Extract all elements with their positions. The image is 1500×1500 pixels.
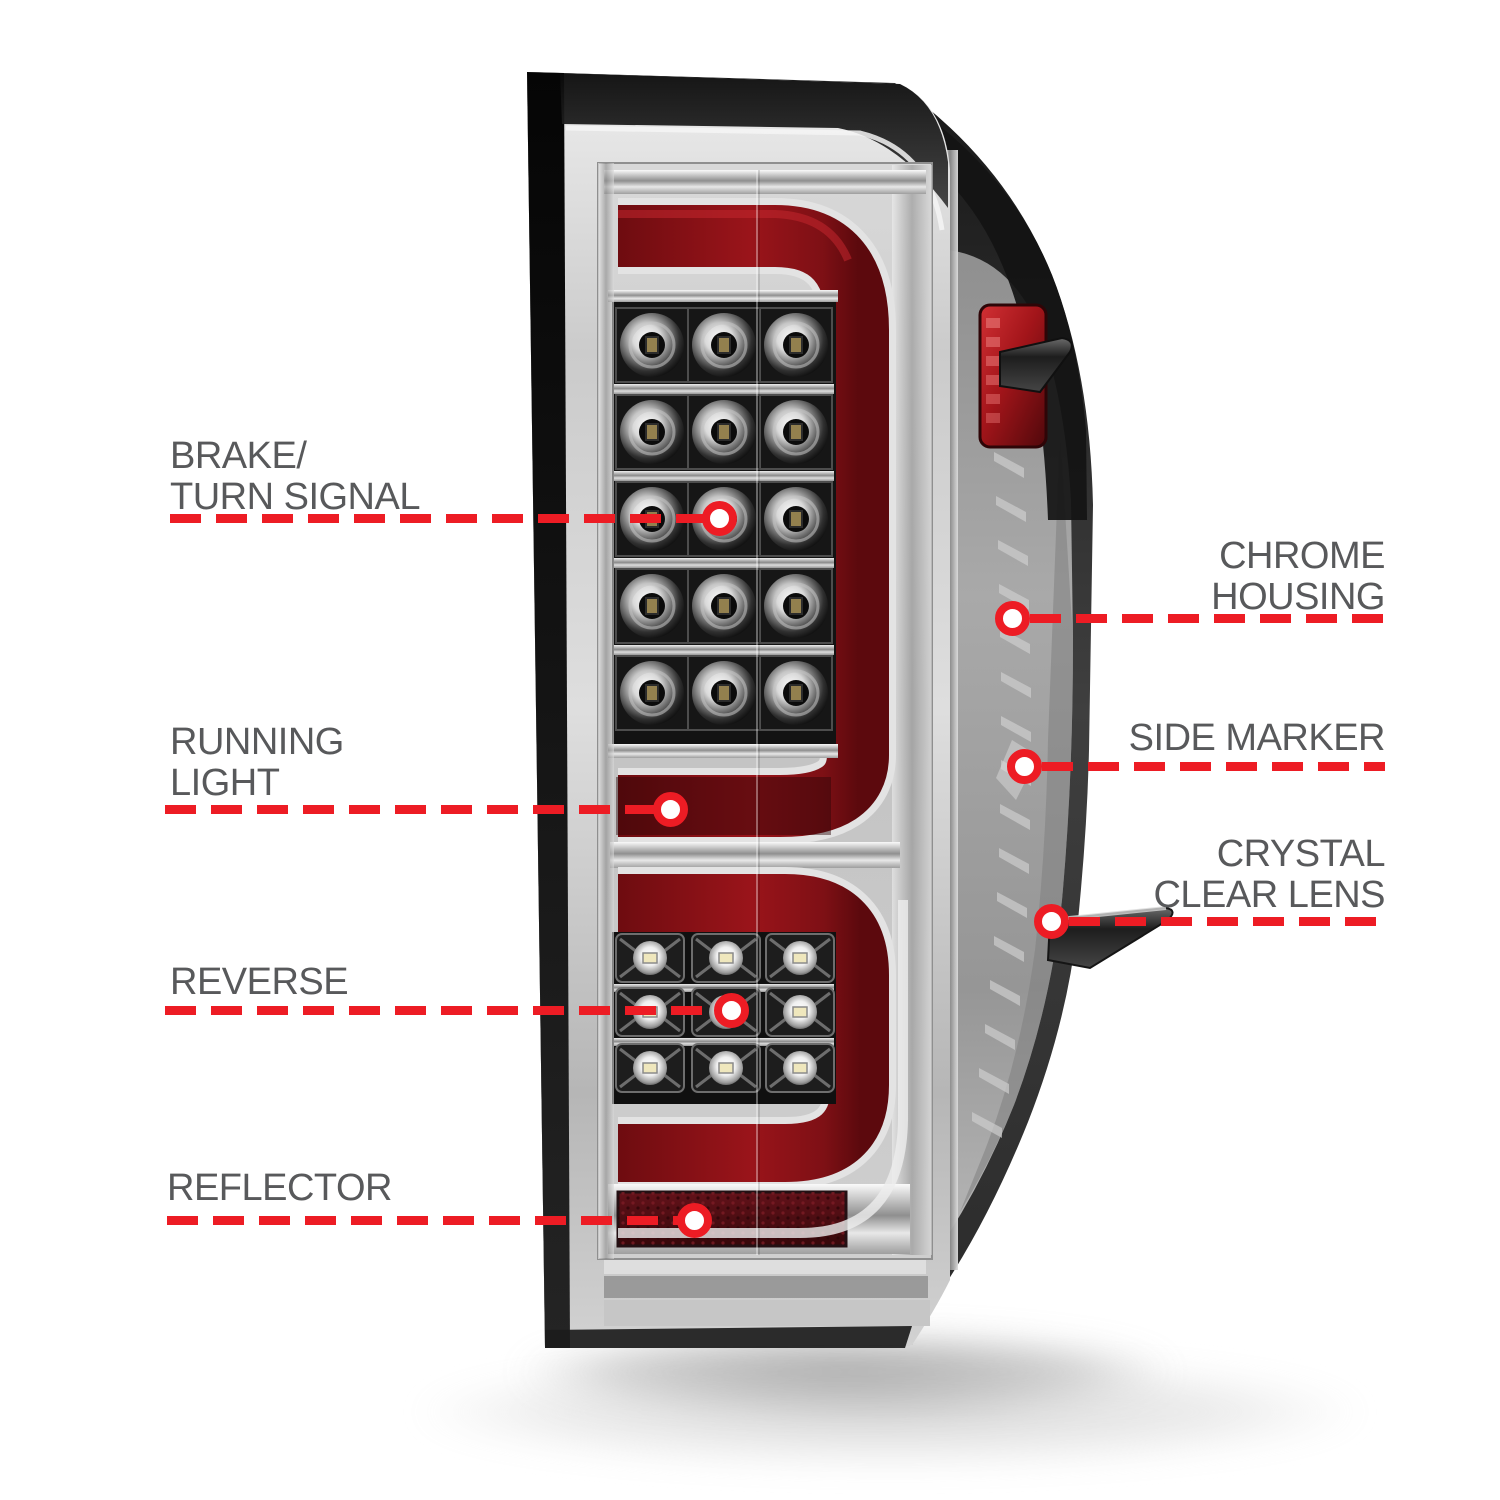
pointer-dot-crystal-clear-lens [1034, 904, 1069, 939]
label-brake-turn-signal: BRAKE/TURN SIGNAL [170, 435, 420, 518]
side-marker-fin [999, 336, 1073, 394]
pointer-dot-reflector [677, 1203, 712, 1238]
pointer-dot-running-light [653, 792, 688, 827]
led-light-bar-lower [618, 867, 896, 1189]
leader-brake-turn-signal [170, 514, 703, 523]
leader-side-marker [1042, 762, 1385, 771]
pointer-dot-chrome-housing [995, 601, 1030, 636]
leader-reflector [167, 1216, 678, 1225]
pointer-dot-reverse [714, 993, 749, 1028]
top-smoke-band [560, 73, 948, 208]
label-reflector: REFLECTOR [167, 1167, 392, 1209]
label-side-marker: SIDE MARKER [1128, 717, 1386, 759]
leader-reverse [165, 1006, 715, 1015]
pointer-dot-brake-turn-signal [702, 501, 737, 536]
leader-running-light [165, 805, 654, 814]
leader-crystal-clear-lens [1069, 917, 1380, 926]
pointer-dot-side-marker [1007, 749, 1042, 784]
lamp-face [527, 72, 950, 1348]
ground-shadow [410, 1332, 1370, 1467]
leader-chrome-housing [1030, 614, 1385, 623]
bottom-edge-strip [545, 1326, 912, 1348]
side-marker-lamp [978, 303, 1073, 449]
led-light-bar-upper [616, 198, 896, 844]
label-reverse: REVERSE [170, 961, 349, 1003]
left-edge-strip [527, 72, 570, 1348]
